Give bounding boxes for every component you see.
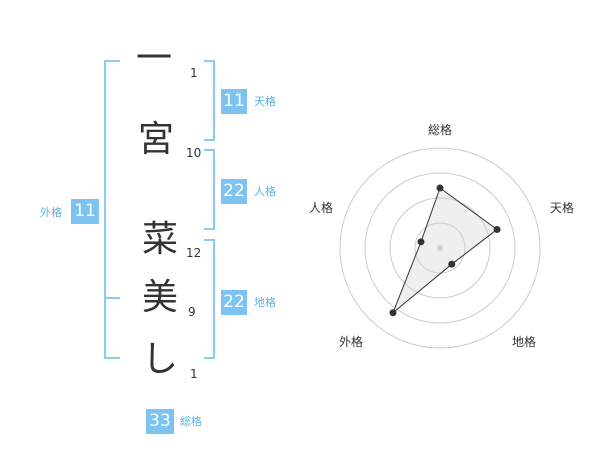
name-char-1: 一 (135, 38, 172, 79)
stroke-count-4: 9 (188, 305, 196, 319)
radar-center-point (437, 245, 443, 251)
chikaku-label: 地格 (254, 296, 276, 309)
tenkaku-label: 天格 (254, 95, 276, 108)
name-char-2: 宮 (137, 119, 174, 160)
radar-axis-label-chikaku: 地格 (512, 335, 537, 349)
tenkaku-badge: 11 (221, 89, 247, 114)
radar-grid-ring-4 (339, 147, 541, 349)
name-char-4: 美 (141, 277, 178, 318)
tenkaku-bracket (204, 60, 215, 141)
gaikaku-bracket (104, 60, 120, 359)
radar-point-5 (417, 238, 425, 246)
name-char-3: 菜 (141, 219, 178, 260)
radar-axis-label-soukaku: 総格 (428, 123, 453, 137)
radar-grid-ring-1 (414, 222, 466, 274)
stroke-count-5: 1 (190, 367, 198, 381)
jinkaku-bracket (204, 149, 215, 230)
radar-grid-ring-3 (364, 172, 516, 324)
radar-point-2 (493, 225, 501, 233)
radar-point-4 (389, 309, 397, 317)
radar-axis-label-tenkaku: 天格 (550, 201, 575, 215)
radar-axis-label-gaikaku: 外格 (339, 335, 364, 349)
radar-grid-ring-2 (389, 197, 491, 299)
chikaku-bracket (204, 239, 215, 359)
name-char-5: し (141, 339, 178, 380)
soukaku-badge: 33 (146, 409, 174, 434)
jinkaku-badge: 22 (221, 179, 247, 204)
stroke-count-3: 12 (186, 246, 202, 260)
stroke-count-2: 10 (186, 146, 202, 160)
radar-point-1 (436, 184, 444, 192)
stroke-count-1: 1 (190, 66, 198, 80)
jinkaku-label: 人格 (254, 185, 276, 198)
radar-axis-label-jinkaku: 人格 (309, 201, 334, 215)
gaikaku-badge: 11 (71, 199, 99, 224)
radar-value-polygon (392, 187, 498, 314)
gaikaku-label: 外格 (40, 206, 62, 219)
chikaku-badge: 22 (221, 290, 247, 315)
radar-point-3 (448, 260, 456, 268)
soukaku-label: 総格 (180, 415, 202, 428)
